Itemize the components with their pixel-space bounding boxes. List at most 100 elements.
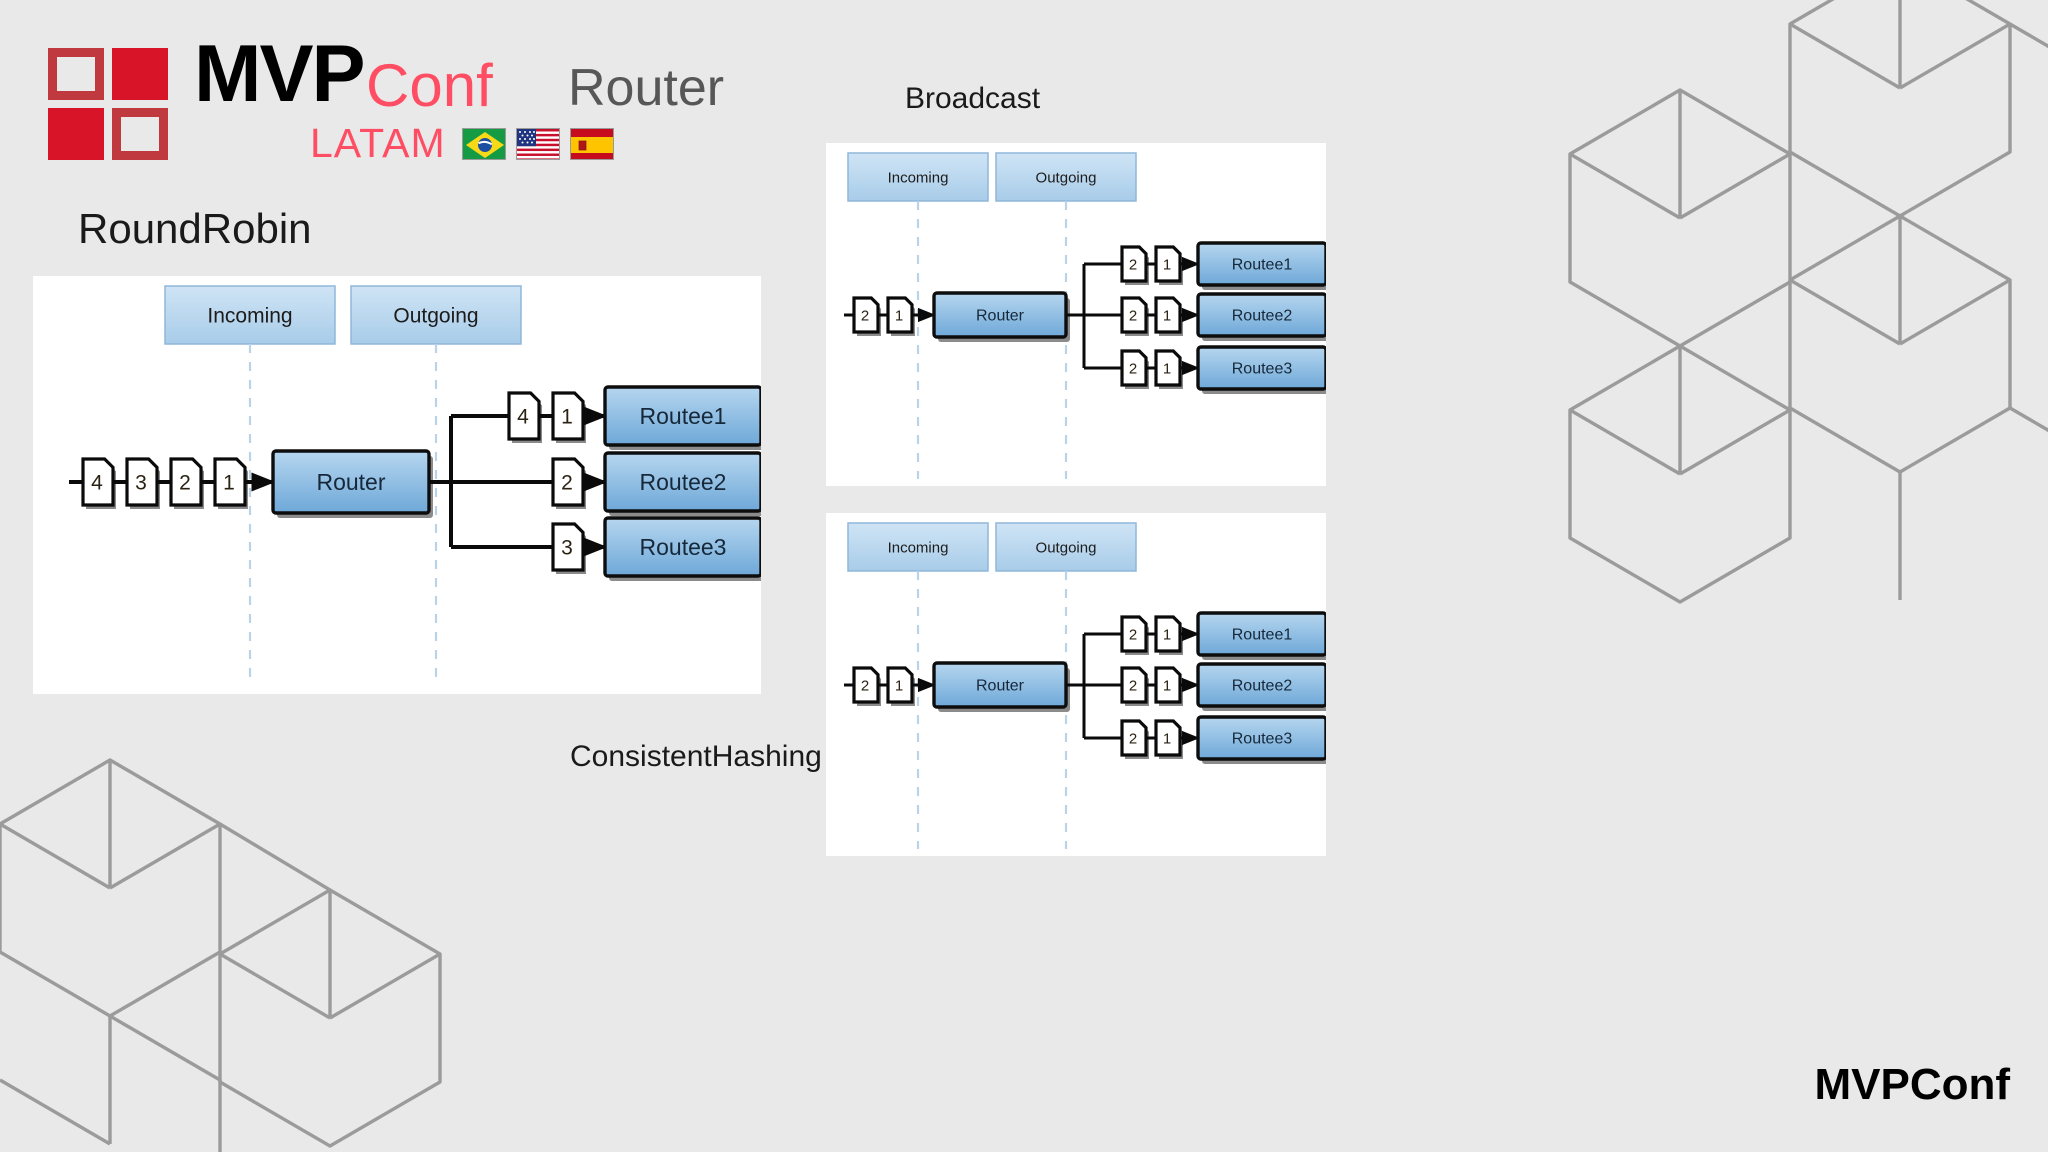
message-box-routee3-msg-1 (1154, 349, 1182, 387)
routee-2-box[interactable] (1196, 292, 1326, 338)
logo-flag-row (462, 128, 614, 160)
message-label-routee3-msg-1: 1 (1163, 730, 1171, 747)
section-label-broadcast: Broadcast (905, 82, 1041, 115)
router-fanout-bus (429, 416, 453, 547)
message-box-routee1-msg-0 (507, 391, 541, 441)
message-label-routee2-msg-0: 2 (1129, 677, 1137, 694)
message-box-incoming-1 (125, 457, 159, 507)
router-label: Router (976, 678, 1025, 695)
lane-outgoing: Outgoing (995, 152, 1137, 479)
routee-row-2: 2 1 Routee2 (1084, 292, 1326, 341)
lane-header-label-1: Outgoing (393, 304, 478, 327)
logo-square-grid (48, 48, 168, 160)
lane-header-box-0[interactable] (847, 152, 989, 202)
message-box-routee1-msg-1 (1154, 615, 1182, 653)
message-label-routee3-msg-0: 3 (561, 537, 573, 560)
routee-3-label: Routee3 (640, 534, 727, 560)
routee-3-label: Routee3 (1232, 361, 1293, 378)
routee-2-label: Routee2 (1232, 678, 1293, 695)
message-label-routee2-msg-1: 1 (1163, 307, 1171, 324)
router-label: Router (316, 469, 385, 495)
lane-incoming: Incoming (847, 522, 989, 849)
message-label-incoming-2: 2 (179, 472, 191, 495)
message-box-incoming-1 (886, 296, 914, 334)
message-label-routee2-msg-1: 1 (1163, 677, 1171, 694)
lane-header-label-1: Outgoing (1036, 539, 1097, 556)
routee-1-label: Routee1 (1232, 627, 1293, 644)
message-box-incoming-0 (81, 457, 115, 507)
logo-latam-text: LATAM (310, 120, 446, 166)
routee-row-2: 2 1 Routee2 (1084, 662, 1326, 711)
usa-flag-icon (516, 128, 560, 160)
message-label-routee2-msg-0: 2 (1129, 307, 1137, 324)
section-label-roundrobin: RoundRobin (78, 205, 312, 252)
lane-incoming: Incoming (847, 152, 989, 479)
message-label-routee1-msg-0: 2 (1129, 626, 1137, 643)
message-label-routee3-msg-0: 2 (1129, 360, 1137, 377)
routee-2-label: Routee2 (1232, 308, 1293, 325)
lane-header-box-0[interactable] (164, 285, 336, 345)
message-box-routee2-msg-0 (1120, 296, 1148, 334)
routee-1-label: Routee1 (640, 403, 727, 429)
logo-wordmark: MVP Conf LATAM (194, 34, 614, 166)
message-label-incoming-1: 3 (135, 472, 147, 495)
router-node: Router (271, 449, 433, 518)
router-fanout-bus (1066, 264, 1086, 368)
routee-row-3: 2 1 Routee3 (1084, 715, 1326, 764)
message-box-incoming-0 (852, 296, 880, 334)
lane-header-box-1[interactable] (350, 285, 522, 345)
message-label-routee1-msg-1: 1 (561, 406, 573, 429)
message-label-routee1-msg-0: 2 (1129, 256, 1137, 273)
logo-square-bottom-right (112, 108, 168, 160)
routee-3-box[interactable] (1196, 715, 1326, 761)
routee-2-box[interactable] (1196, 662, 1326, 708)
message-label-incoming-0: 2 (861, 307, 869, 324)
spain-flag-icon (570, 128, 614, 160)
message-box-routee2-msg-0 (1120, 666, 1148, 704)
message-label-routee3-msg-1: 1 (1163, 360, 1171, 377)
routee-3-box[interactable] (1196, 345, 1326, 391)
routee-3-box[interactable] (603, 516, 761, 578)
message-label-routee1-msg-1: 1 (1163, 626, 1171, 643)
message-label-routee1-msg-0: 4 (517, 406, 529, 429)
message-box-incoming-2 (169, 457, 203, 507)
message-label-routee3-msg-0: 2 (1129, 730, 1137, 747)
routee-1-box[interactable] (1196, 611, 1326, 657)
routee-row-1: 4 1 Routee1 (451, 385, 761, 450)
logo-square-top-right (112, 48, 168, 100)
logo-square-top-left (48, 48, 104, 100)
logo-square-bottom-left (48, 108, 104, 160)
lane-header-label-0: Incoming (888, 539, 949, 556)
message-box-routee1-msg-0 (1120, 245, 1148, 283)
lane-incoming: Incoming (164, 285, 336, 684)
message-label-incoming-1: 1 (895, 307, 903, 324)
message-box-routee3-msg-0 (1120, 349, 1148, 387)
routee-3-label: Routee3 (1232, 731, 1293, 748)
message-label-routee2-msg-0: 2 (561, 472, 573, 495)
lane-header-label-1: Outgoing (1036, 169, 1097, 186)
message-box-routee2-msg-1 (1154, 296, 1182, 334)
message-label-routee1-msg-1: 1 (1163, 256, 1171, 273)
routee-1-box[interactable] (1196, 241, 1326, 287)
message-box-routee3-msg-0 (1120, 719, 1148, 757)
routee-1-box[interactable] (603, 385, 761, 447)
message-box-incoming-3 (213, 457, 247, 507)
routee-2-box[interactable] (603, 451, 761, 513)
routee-row-3: 2 1 Routee3 (1084, 345, 1326, 394)
footer-brand-text: MVPConf (1814, 1060, 2010, 1109)
lane-header-box-1[interactable] (995, 152, 1137, 202)
message-box-routee3-msg-0 (551, 522, 585, 572)
lane-header-box-1[interactable] (995, 522, 1137, 572)
section-label-consistenthashing: ConsistentHashing (570, 740, 822, 773)
message-label-incoming-0: 2 (861, 677, 869, 694)
router-label: Router (976, 308, 1025, 325)
message-label-incoming-1: 1 (895, 677, 903, 694)
